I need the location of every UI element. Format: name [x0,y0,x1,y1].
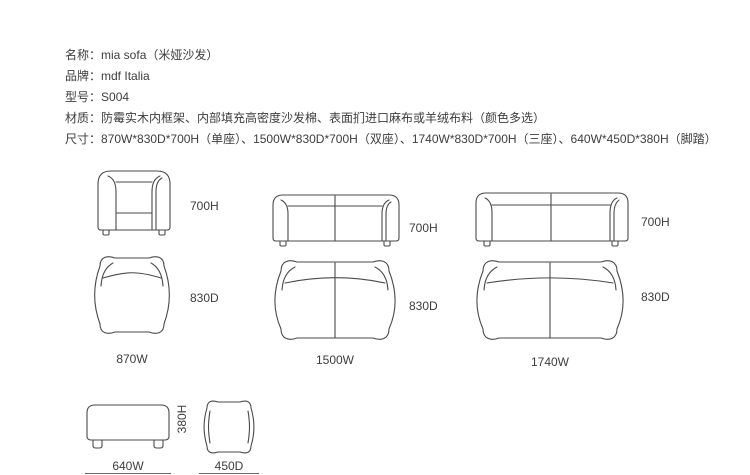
three-seat-sofa-width-label: 1740W [530,355,570,369]
two-seat-sofa-top-view-drawing [274,260,396,340]
three-seat-sofa-height-label: 700H [641,215,670,229]
spec-row-size: 尺寸：870W*830D*700H（单座）、1500W*830D*700H（双座… [65,129,717,150]
footstool-front-view-drawing [86,404,170,449]
spec-name-value: mia sofa（米娅沙发） [101,48,219,62]
two-seat-sofa-depth-label: 830D [409,299,438,313]
spec-name-label: 名称： [65,48,102,62]
spec-size-value: 870W*830D*700H（单座）、1500W*830D*700H（双座）、1… [101,132,717,146]
three-seat-sofa-top-view-drawing [476,260,624,340]
two-seat-sofa-width-label: 1500W [315,353,355,367]
footstool-height-label: 380H [175,404,189,434]
spec-brand-label: 品牌： [65,69,102,83]
footstool-depth-underline [199,473,259,474]
spec-row-name: 名称：mia sofa（米娅沙发） [65,45,717,66]
three-seat-sofa-front-view-drawing [475,192,629,247]
spec-model-value: S004 [101,90,130,104]
footstool-depth-label: 450D [214,459,244,473]
two-seat-sofa-front-view-drawing [272,194,400,247]
spec-row-brand: 品牌：mdf Italia [65,66,717,87]
spec-material-label: 材质： [65,111,102,125]
single-sofa-depth-label: 830D [190,291,219,305]
spec-material-value: 防霉实木内框架、内部填充高密度沙发棉、表面扪进口麻布或羊绒布料（颜色多选） [101,111,546,125]
single-sofa-front-view-drawing [97,170,171,236]
single-sofa-top-view-drawing [94,256,170,334]
spec-size-label: 尺寸： [65,132,102,146]
spec-model-label: 型号： [65,90,102,104]
spec-list: 名称：mia sofa（米娅沙发） 品牌：mdf Italia 型号：S004 … [65,45,717,150]
spec-row-material: 材质：防霉实木内框架、内部填充高密度沙发棉、表面扪进口麻布或羊绒布料（颜色多选） [65,108,717,129]
single-sofa-height-label: 700H [190,199,219,213]
footstool-width-label: 640W [112,459,144,473]
spec-row-model: 型号：S004 [65,87,717,108]
three-seat-sofa-depth-label: 830D [641,290,670,304]
footstool-width-underline [85,473,171,474]
single-sofa-width-label: 870W [116,352,148,366]
spec-brand-value: mdf Italia [101,69,150,83]
two-seat-sofa-height-label: 700H [409,221,438,235]
footstool-top-view-drawing [203,400,255,454]
